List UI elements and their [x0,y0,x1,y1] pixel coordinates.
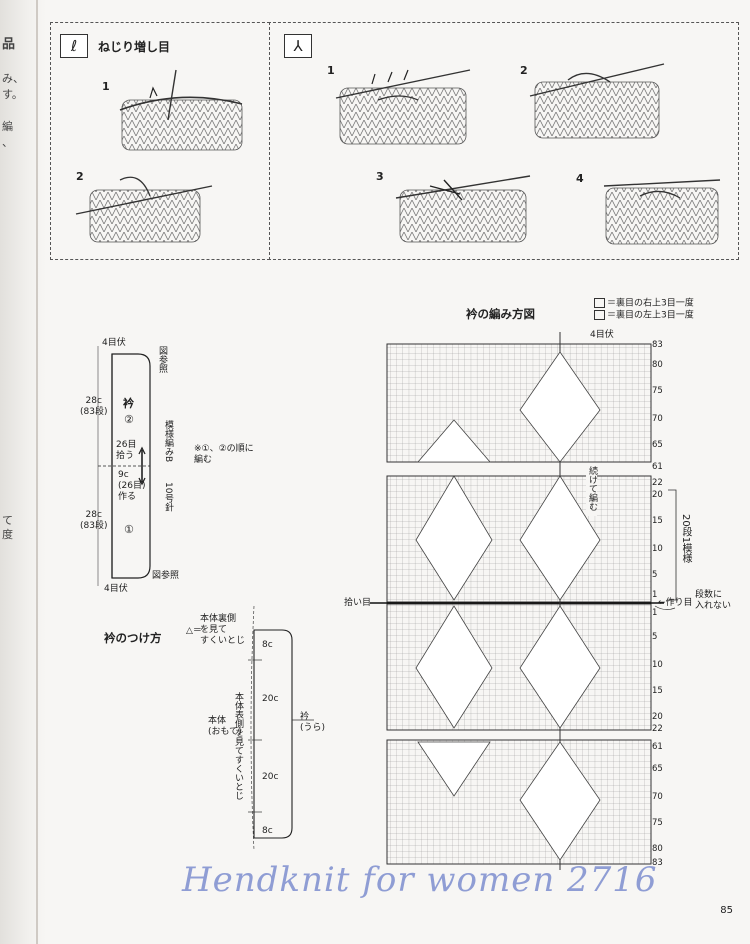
row-number: 83 [652,858,663,868]
twist-stitch-icon: ℓ [60,34,88,58]
row-number: 10 [652,660,663,670]
row-number: 75 [652,386,663,396]
section-mark: ① [124,523,134,536]
row-number: 20 [652,490,663,500]
collar-schematic [97,346,151,586]
book-gutter [0,0,46,944]
row-number: 80 [652,360,663,370]
margin-text: 度 [2,528,13,541]
margin-text: す。 [2,88,23,101]
row-number: 70 [652,414,663,424]
row-number: 70 [652,792,663,802]
twist-increase-title: ねじり増し目 [98,40,171,54]
attach-title: 衿のつけ方 [104,631,162,645]
step-number: 4 [576,172,584,185]
bindoff-label: 4目伏 [590,330,614,340]
row-number: 10 [652,544,663,554]
swatch-illustration [75,176,213,243]
row-number: 5 [652,570,658,580]
row-number: 5 [652,632,658,642]
row-number: 65 [652,764,663,774]
measure-label: 20c [262,694,279,704]
step-number: 1 [327,64,335,77]
row-number: 75 [652,818,663,828]
measure-label: 8c [262,826,273,836]
chart-title: 衿の編み方図 [466,307,535,321]
pattern-label: 模様編みB [163,420,173,463]
row-number: 80 [652,844,663,854]
swatch-illustration [529,63,665,139]
step-number: 2 [520,64,528,77]
legend-line: ＝裏目の右上3目一度 [594,298,694,310]
continue-label: 続けて編む [586,466,597,516]
margin-text: て [2,514,13,527]
row-number: 1 [652,608,658,618]
collar-label: 衿 (うら) [300,712,326,733]
swatch-illustration [119,69,243,151]
back-side-label: 本体裏側 を見て すくいとじ [200,614,246,646]
not-counted-label: 段数に 入れない [695,590,732,611]
needle-label: 10号針 [163,482,173,512]
knitting-chart [370,332,677,870]
swatch-illustration [603,179,721,245]
height-label: 28c (83段) [80,396,108,417]
reference-label: 図参照 [157,346,167,373]
section-mark: ② [124,413,134,426]
margin-text: 編 [2,120,13,133]
page-number: 85 [720,905,733,916]
pickup-label: 26目 拾う [116,440,137,461]
decrease-box [268,22,739,260]
row-number: 15 [652,516,663,526]
margin-text: み、 [2,72,24,85]
triangle-legend: △＝ [186,626,202,636]
body-label: 本体 (おもて) [208,716,242,737]
legend-text: ＝裏目の右上3目一度 [607,298,694,309]
cast-on-label: 9c (26目) 作る [118,470,146,502]
row-number: 61 [652,742,663,752]
swatch-illustration [335,69,471,145]
order-note: ※①、②の順に 編む [194,444,254,465]
legend-symbol-icon [594,298,605,308]
step-number: 3 [376,170,384,183]
bindoff-label: 4目伏 [102,338,126,348]
front-side-label: 本体表側を見てすくいとじ [233,692,243,800]
row-number: 61 [652,462,663,472]
margin-text: 品 [2,37,16,52]
bindoff-label: 4目伏 [104,584,128,594]
legend-symbol-icon [594,310,605,320]
row-number: 83 [652,340,663,350]
legend-line: ＝裏目の左上3目一度 [594,310,694,322]
repeat-label: 20段1模様 [680,514,691,564]
row-number: 1 [652,590,658,600]
reference-label: 図参照 [152,571,180,581]
gutter-line [36,0,38,944]
measure-label: 20c [262,772,279,782]
row-number: 15 [652,686,663,696]
pickup-row-label: 拾い目 [344,598,372,608]
step-number: 2 [76,170,84,183]
collar-label: 衿 [123,397,134,410]
row-number: 22 [652,478,663,488]
row-number: 22 [652,724,663,734]
row-number: 65 [652,440,663,450]
swatch-illustration [395,175,531,243]
measure-label: 8c [262,640,273,650]
margin-text: 、 [2,136,13,149]
attach-diagram [248,605,314,851]
row-number: 20 [652,712,663,722]
cast-on-row-label: ←作り目 [658,598,693,608]
watermark: Hendknit for women 2716 [182,860,658,900]
height-label: 28c (83段) [80,510,108,531]
step-number: 1 [102,80,110,93]
twist-increase-box [50,22,270,260]
legend-text: ＝裏目の左上3目一度 [607,310,694,321]
decrease-symbol-icon: ⅄ [284,34,312,58]
